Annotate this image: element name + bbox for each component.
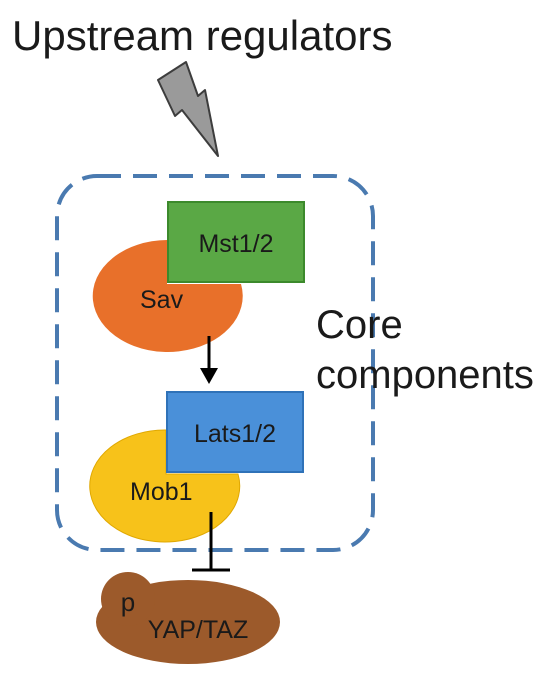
mst-label: Mst1/2	[198, 230, 273, 258]
mob1-label: Mob1	[130, 478, 193, 506]
lats-node: Lats1/2	[166, 391, 304, 473]
mob1-node: Mob1	[89, 429, 241, 543]
sav-label: Sav	[140, 286, 184, 314]
lightning-bolt-icon	[157, 61, 219, 157]
inhibition-bar	[192, 512, 230, 572]
phosphate-node: p	[101, 572, 155, 626]
core-label-line1: Core	[316, 303, 403, 347]
upstream-regulators-label: Upstream regulators	[12, 12, 392, 59]
phosphate-label: p	[121, 587, 135, 617]
lats-label: Lats1/2	[194, 420, 276, 448]
sav-node: Sav	[92, 240, 243, 352]
core-label-line2: components	[316, 353, 534, 397]
activation-arrow	[200, 336, 218, 384]
yap-taz-label: YAP/TAZ	[148, 616, 248, 644]
core-components-boundary	[55, 174, 375, 552]
mst-node: Mst1/2	[167, 201, 305, 283]
